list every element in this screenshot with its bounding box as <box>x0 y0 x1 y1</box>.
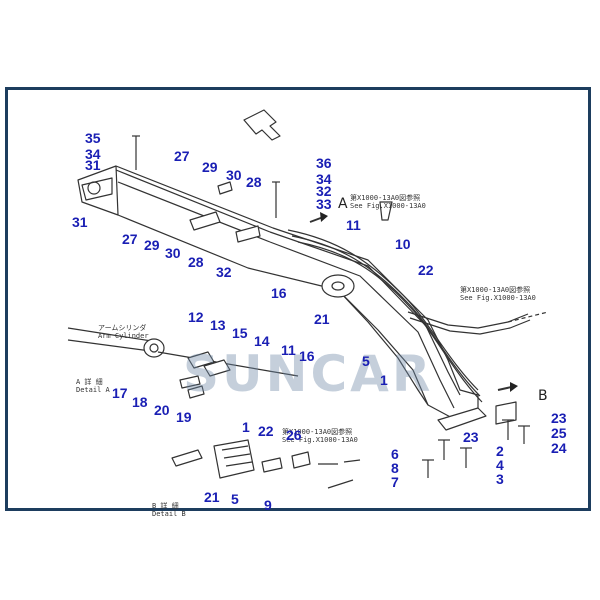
part-callout: 20 <box>154 402 170 418</box>
part-callout: 22 <box>418 262 434 278</box>
part-callout: 11 <box>281 342 296 358</box>
part-callout: 34 <box>316 171 332 187</box>
part-callout: 25 <box>551 425 567 441</box>
part-callout: 19 <box>176 409 192 425</box>
detail-b-drawing <box>171 439 361 489</box>
part-callout: 18 <box>132 394 148 410</box>
part-callout: 17 <box>112 385 128 401</box>
part-callout: 4 <box>496 457 504 473</box>
part-callout: 16 <box>271 285 287 301</box>
part-callout: 35 <box>85 130 101 146</box>
part-callout: 5 <box>231 491 239 507</box>
part-callout: 34 <box>85 146 101 162</box>
part-callout: 14 <box>254 333 270 349</box>
part-callout: 6 <box>391 446 399 462</box>
part-callout: 30 <box>226 167 242 183</box>
part-callout: 12 <box>188 309 204 325</box>
part-callout: 27 <box>174 148 190 164</box>
boom-parts-drawing <box>67 109 549 489</box>
part-callout: 32 <box>216 264 232 280</box>
part-callout: 29 <box>144 237 160 253</box>
fastener-set <box>422 419 530 478</box>
part-callout: 8 <box>391 460 399 476</box>
detail-b-arrow-label: B <box>538 388 548 404</box>
part-callout: 3 <box>496 471 504 487</box>
part-callout: 15 <box>232 325 248 341</box>
part-callout: 26 <box>286 427 302 443</box>
part-callout: 16 <box>299 348 315 364</box>
part-callout: 7 <box>391 474 399 490</box>
part-callout: 31 <box>85 157 101 173</box>
part-callout: 9 <box>264 497 272 513</box>
part-callout: 21 <box>204 489 220 505</box>
part-callout: 1 <box>380 372 388 388</box>
part-callout: 30 <box>165 245 181 261</box>
part-callout: 2 <box>496 443 504 459</box>
orientation-arrow-icon <box>243 109 281 141</box>
part-callout: 23 <box>463 429 479 445</box>
boom-body <box>77 135 549 431</box>
part-callout: 28 <box>188 254 204 270</box>
part-callout: 27 <box>122 231 138 247</box>
part-callout: 22 <box>258 423 274 439</box>
part-callout: 21 <box>314 311 330 327</box>
part-callout: 11 <box>346 217 361 233</box>
part-callout: 13 <box>210 317 226 333</box>
part-callout: 28 <box>246 174 262 190</box>
watermark-text: SUNCAR <box>183 345 434 403</box>
detail-a-drawing <box>67 327 299 399</box>
part-callout: 32 <box>316 183 332 199</box>
part-callout: 36 <box>316 155 332 171</box>
part-callout: 24 <box>551 440 567 456</box>
part-callout: 23 <box>551 410 567 426</box>
part-callout: 33 <box>316 196 332 212</box>
part-callout: 1 <box>242 419 250 435</box>
part-callout: 5 <box>362 353 370 369</box>
part-callout: 10 <box>395 236 411 252</box>
detail-a-arrow-label: A <box>338 196 348 212</box>
part-callout: 31 <box>72 214 88 230</box>
part-callout: 29 <box>202 159 218 175</box>
